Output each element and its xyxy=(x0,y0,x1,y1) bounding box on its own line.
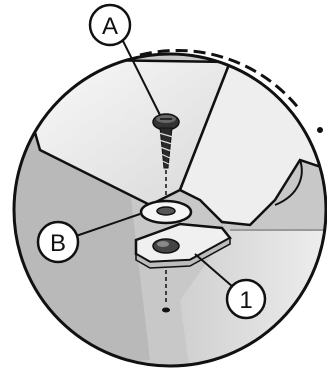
callout-1-label: 1 xyxy=(239,287,252,314)
pilot-hole xyxy=(162,308,170,313)
washer xyxy=(141,201,191,223)
leader-dot xyxy=(317,127,323,133)
callout-b-label: B xyxy=(50,230,66,257)
callout-a-label: A xyxy=(102,13,118,40)
